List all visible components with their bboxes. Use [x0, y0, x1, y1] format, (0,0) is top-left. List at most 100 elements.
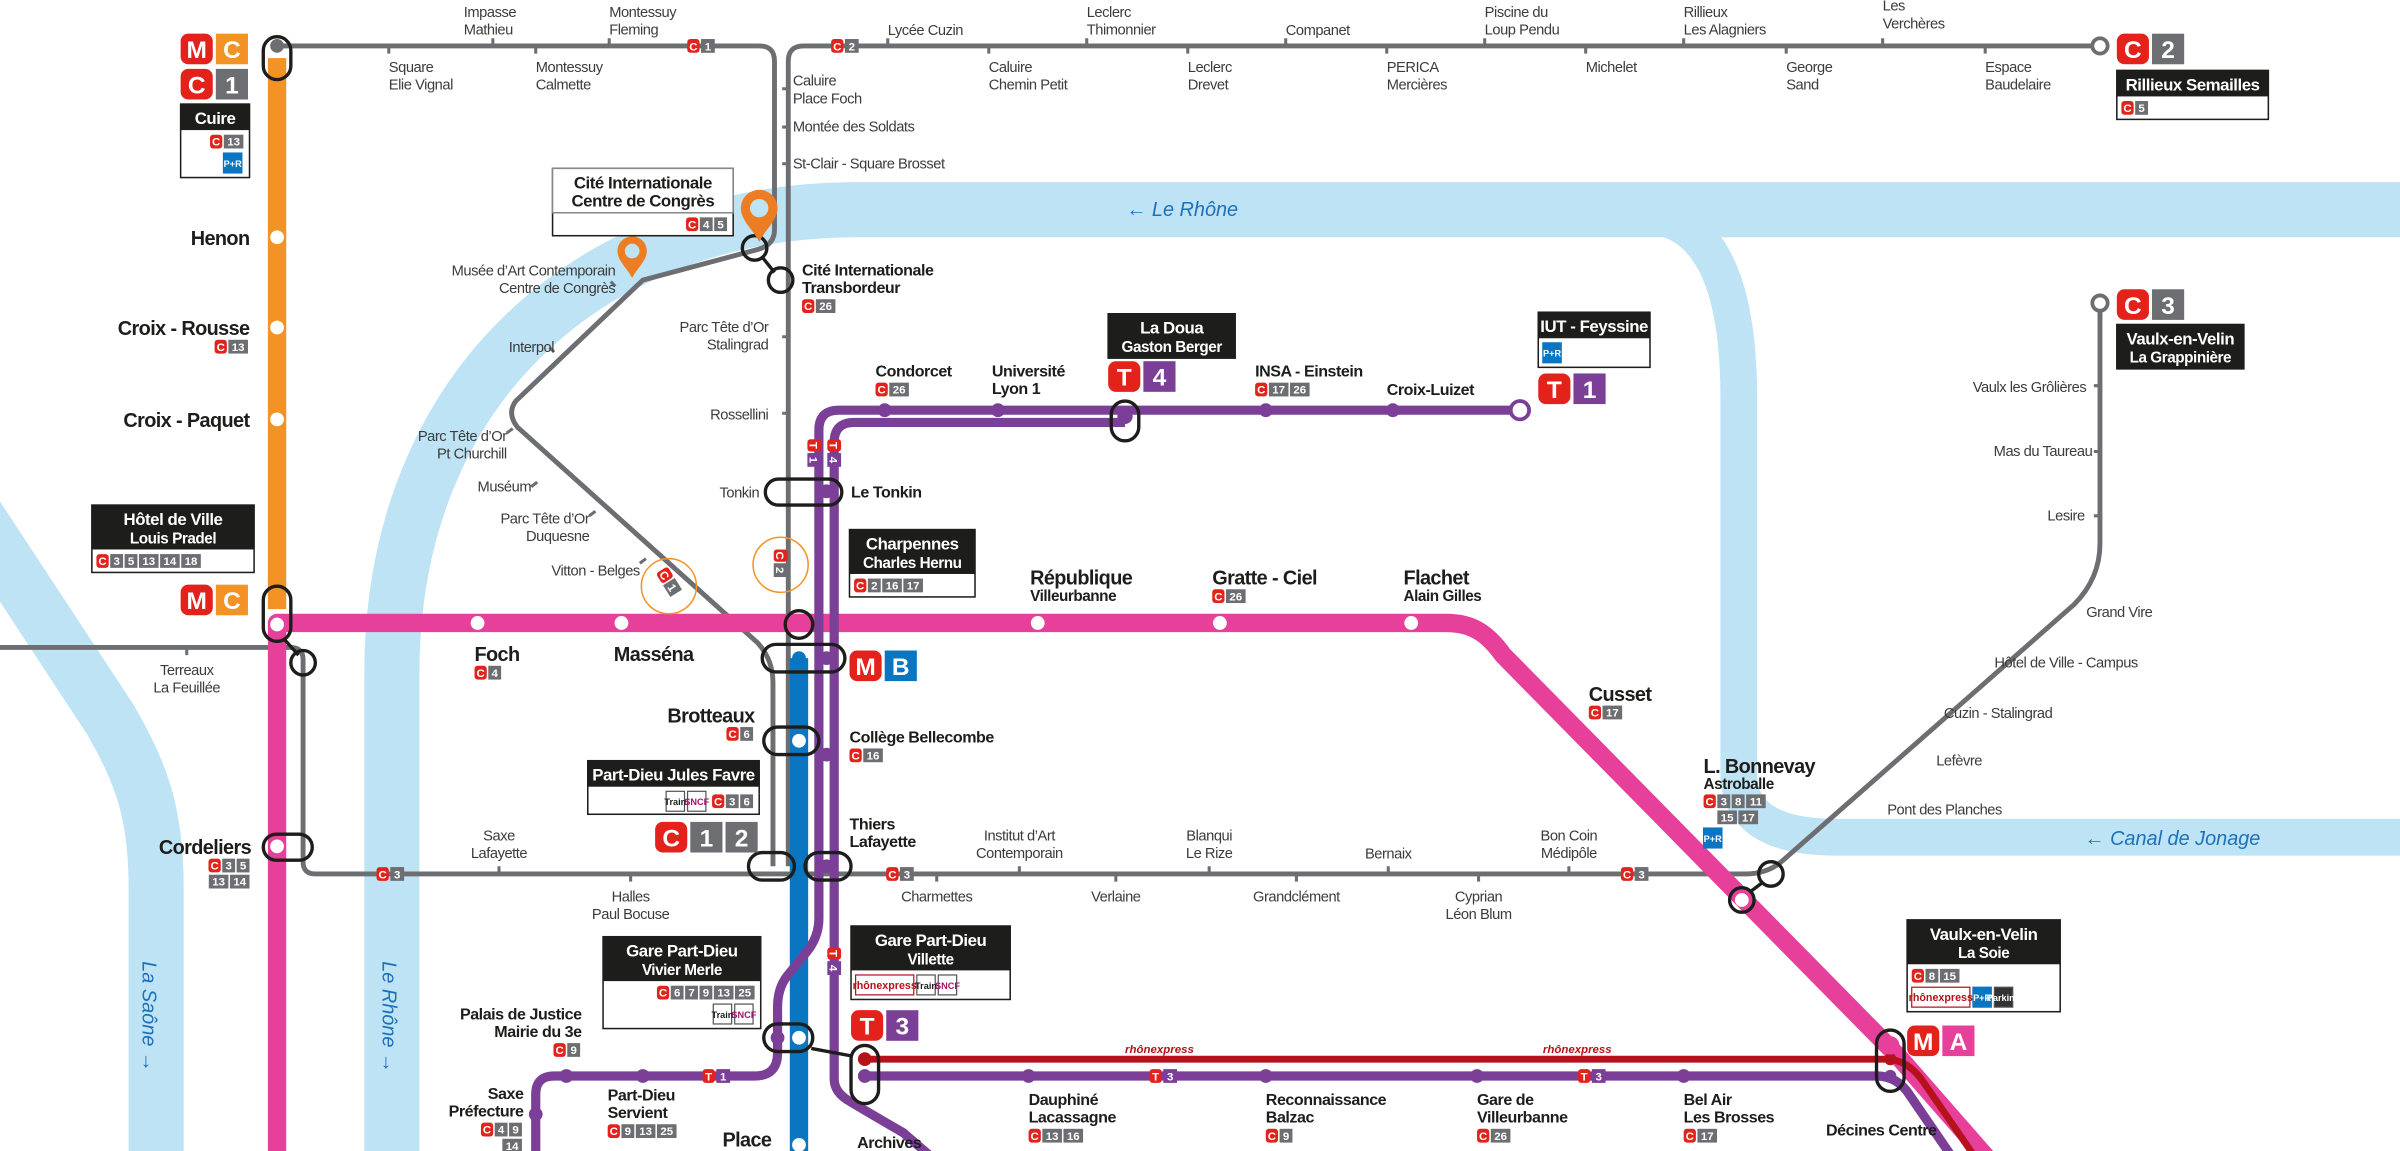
bus-line-c3[interactable]	[0, 303, 2103, 877]
station-cuzin-stalingrad[interactable]: Cuzin - Stalingrad	[1944, 706, 2053, 722]
station-interpol[interactable]: Interpol	[509, 340, 555, 356]
station-archives[interactable]: Archives	[857, 1134, 922, 1151]
station-massena[interactable]: Masséna	[614, 644, 696, 666]
station-vitton-belges[interactable]: Vitton - Belges	[551, 564, 640, 580]
station-henon[interactable]: Henon	[191, 228, 250, 250]
station-lesire[interactable]: Lesire	[2047, 508, 2085, 524]
metro-line-a[interactable]	[267, 613, 2005, 1151]
station-tonkin[interactable]: Tonkin	[719, 485, 759, 501]
bus-line-c2[interactable]	[785, 43, 2100, 867]
station-croix-paquet[interactable]: Croix - Paquet	[123, 410, 251, 432]
station-companet[interactable]: Companet	[1286, 23, 1351, 39]
station-montee-soldats[interactable]: Montée des Soldats	[793, 120, 915, 136]
station-grandclement[interactable]: Grandclément	[1253, 890, 1341, 906]
station-decines[interactable]: Décines Centre	[1826, 1122, 1938, 1140]
station-museum[interactable]: Muséum	[478, 479, 532, 495]
station-hdv-campus[interactable]: Hôtel de Ville - Campus	[1994, 655, 2138, 671]
station-lefevre[interactable]: Lefèvre	[1936, 753, 1983, 769]
station-rossellini[interactable]: Rossellini	[710, 407, 769, 423]
station-grand-vire[interactable]: Grand Vire	[2086, 605, 2153, 621]
map-pin-icon[interactable]	[740, 189, 778, 242]
station-bernaix[interactable]: Bernaix	[1365, 847, 1413, 863]
station-le-tonkin[interactable]: Le Tonkin	[851, 483, 922, 501]
bus-line-c1[interactable]	[277, 43, 777, 867]
station-pont-planches[interactable]: Pont des Planches	[1887, 802, 2002, 818]
station-place[interactable]: Place	[722, 1129, 772, 1151]
station-vaulx-grolieres[interactable]: Vaulx les Grôlières	[1973, 380, 2087, 396]
station-charmettes[interactable]: Charmettes	[901, 890, 973, 906]
map-pin-icon[interactable]	[617, 236, 647, 278]
tram-line-t1[interactable]	[531, 405, 1520, 1151]
station-michelet[interactable]: Michelet	[1586, 60, 1638, 76]
station-croix-luizet[interactable]: Croix-Luizet	[1387, 381, 1476, 399]
station-mas-taureau[interactable]: Mas du Taureau	[1994, 444, 2093, 460]
station-lycee-cuzin[interactable]: Lycée Cuzin	[888, 23, 964, 39]
